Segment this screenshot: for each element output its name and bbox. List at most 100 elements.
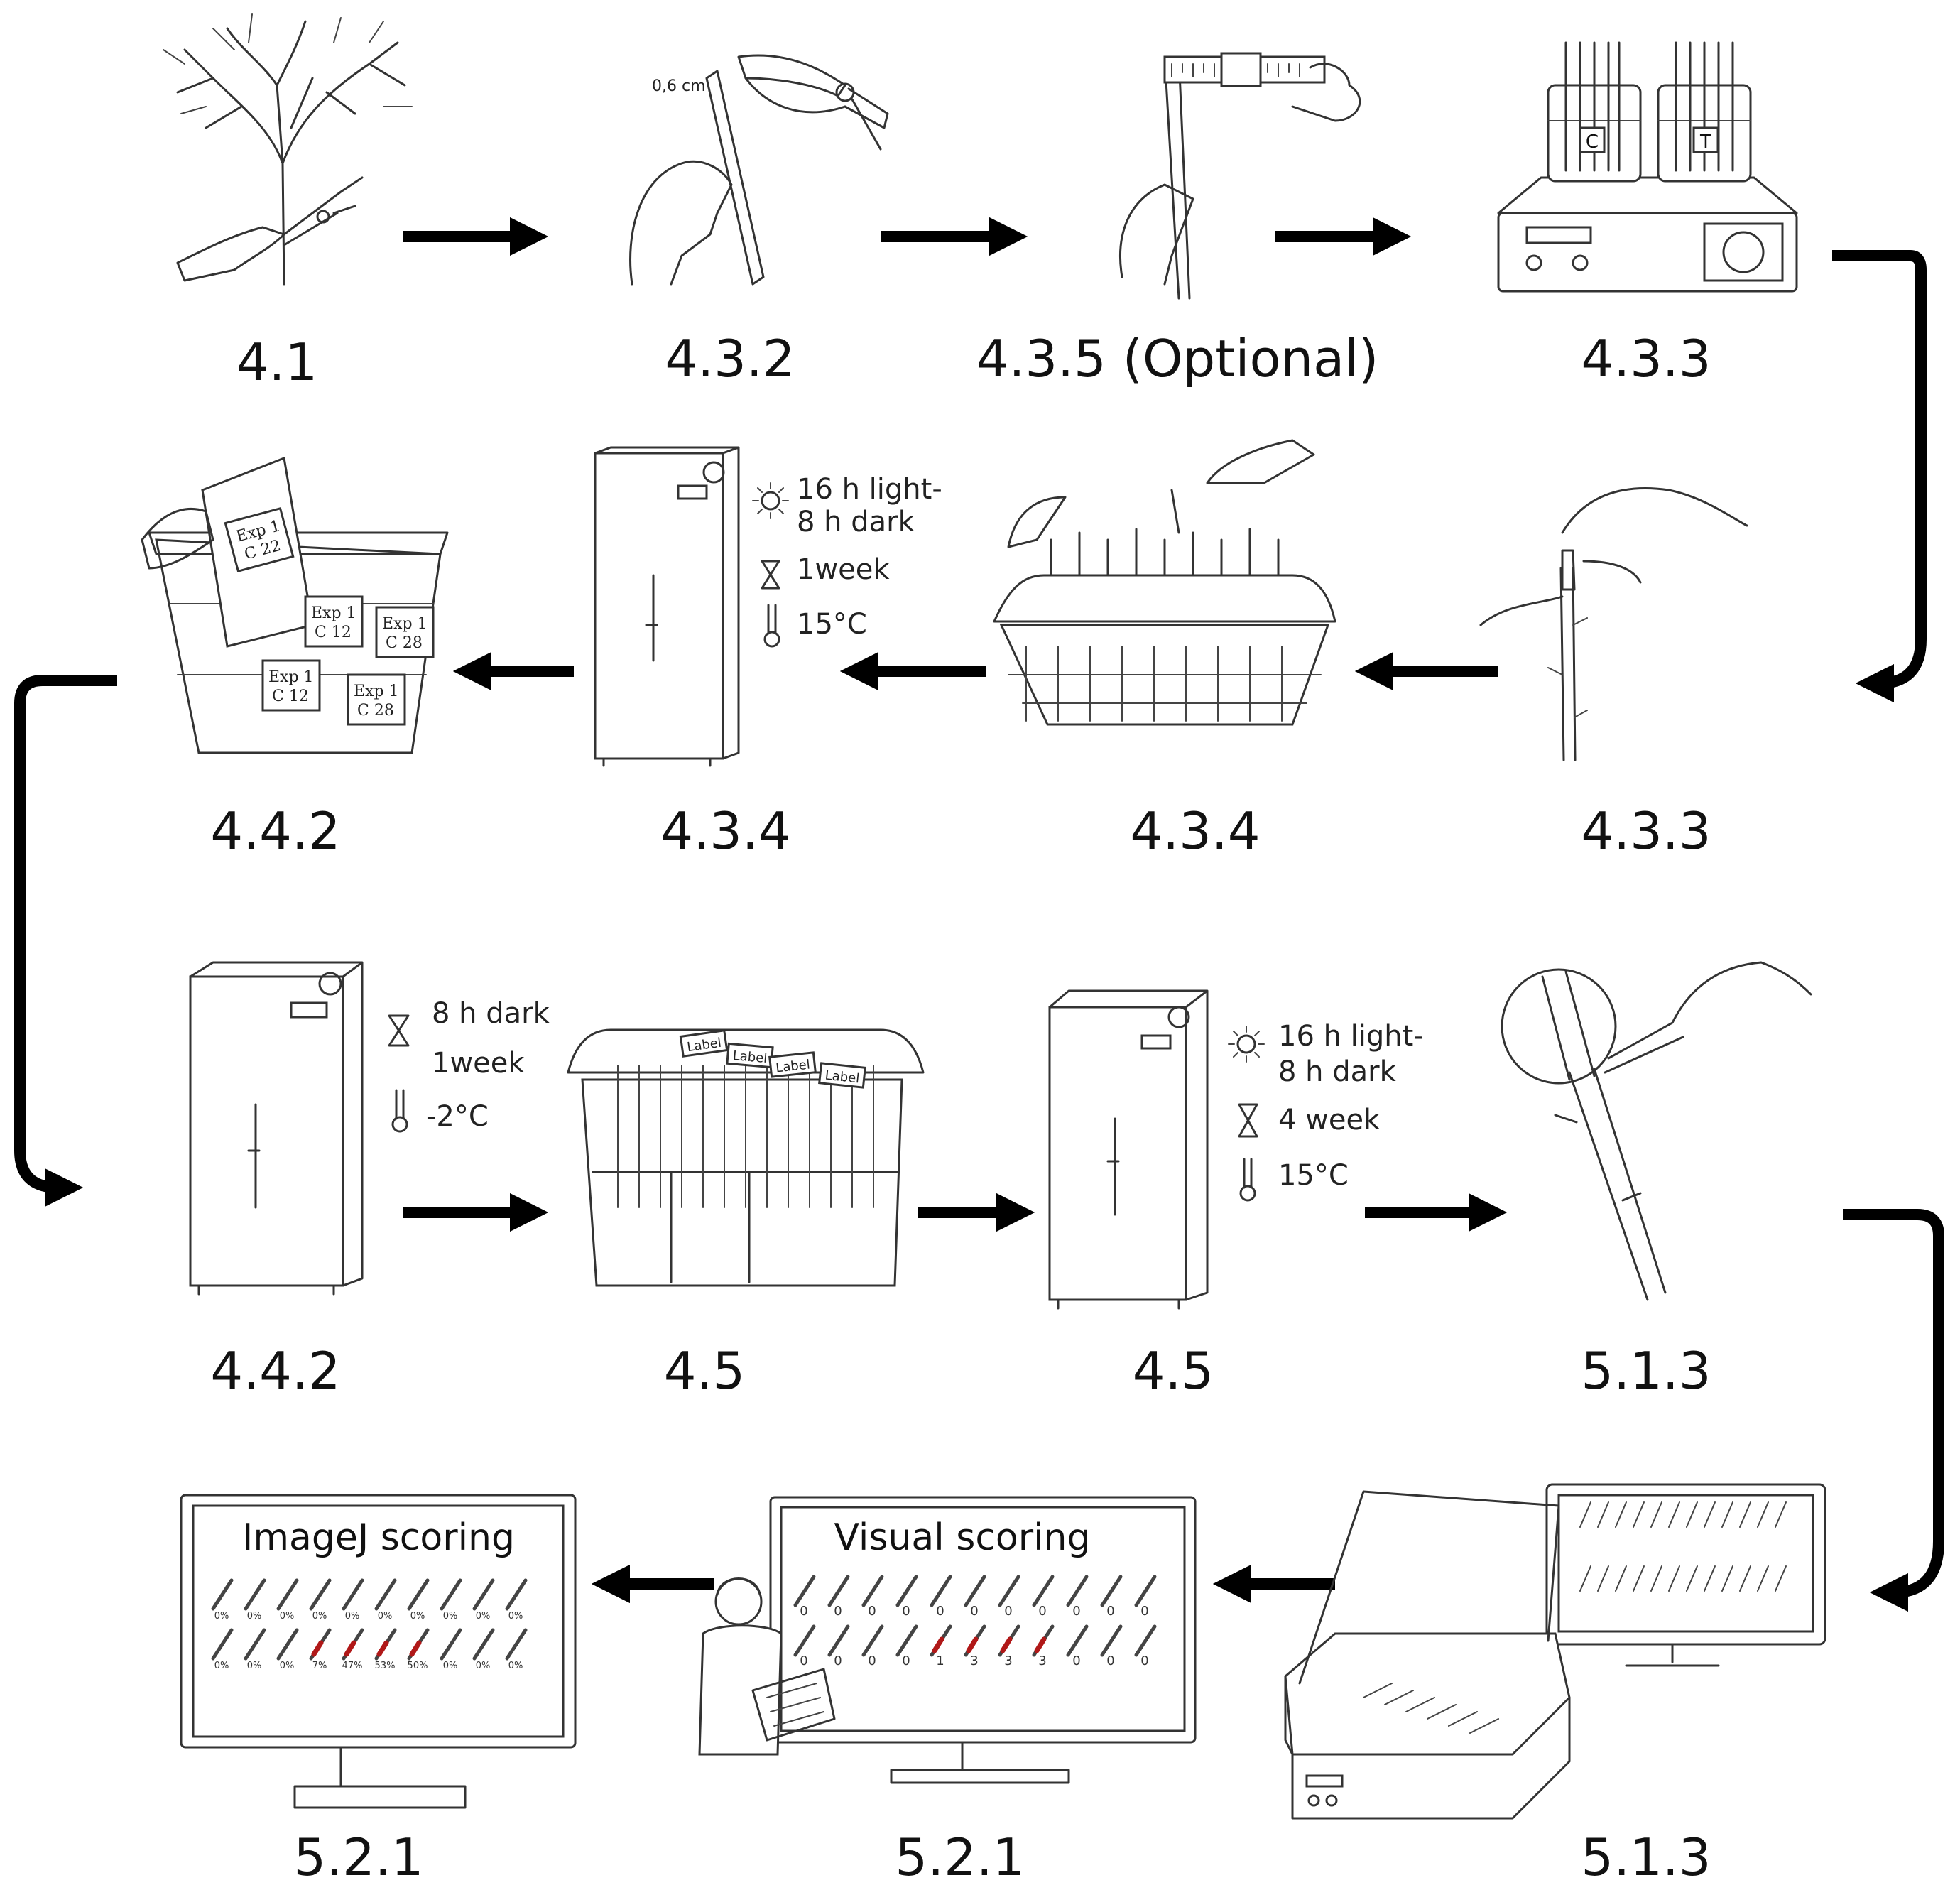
shoot-mark: [342, 1578, 364, 1611]
beaker-control-label: C: [1586, 131, 1599, 153]
shoot-mark: [998, 1575, 1020, 1607]
tag-label: Label: [732, 1048, 768, 1066]
thermometer-icon: [391, 1089, 408, 1133]
score-value: 0: [834, 1604, 842, 1619]
score-value: 0%: [247, 1611, 262, 1622]
score-value: 0%: [508, 1661, 523, 1671]
growth-chamber-icon-1: [594, 446, 740, 767]
shoot-mark: [827, 1575, 850, 1607]
shoot-mark: [930, 1575, 952, 1607]
bag-label-line: Exp 1: [268, 668, 314, 686]
score-value: 3: [1038, 1653, 1046, 1668]
imagej-row-2: 0%0%0%7%47%53%50%0%0%0%: [211, 1628, 528, 1671]
imagej-row-1: 0%0%0%0%0%0%0%0%0%0%: [211, 1578, 528, 1622]
score-value: 0: [1038, 1604, 1046, 1619]
score-value: 0: [1106, 1604, 1114, 1619]
score-value: 0%: [476, 1661, 491, 1671]
chamber-conditions-3: 16 h light- 8 h dark 4 week 15°C: [1228, 1020, 1424, 1202]
score-value: 0: [902, 1604, 910, 1619]
score-value: 0: [800, 1604, 807, 1619]
tree-pruning-icon: [163, 13, 413, 286]
score-value: 0: [1140, 1653, 1148, 1668]
scientist-icon: [698, 1577, 836, 1756]
score-value: 0%: [508, 1611, 523, 1622]
labeled-box-shoots-icon: Label Label Label Label: [567, 1028, 925, 1287]
caliper-measure-icon: [1119, 52, 1361, 300]
shoot-mark: [861, 1624, 884, 1657]
step-4-4-2-b-label: 4.4.2: [210, 1341, 340, 1401]
score-value: 0: [1004, 1604, 1012, 1619]
score-value: 0%: [410, 1611, 425, 1622]
arrow-curve-row1-row2: [1832, 250, 1927, 703]
lesion-mark: [311, 1640, 324, 1657]
score-value: 0%: [214, 1661, 229, 1671]
step-4-3-3-b-label: 4.3.3: [1581, 801, 1711, 861]
step-4-3-3-a-label: 4.3.3: [1581, 329, 1711, 389]
wrap-shoot-icon: [1479, 487, 1748, 761]
step-5-2-1-b-label: 5.2.1: [293, 1827, 423, 1887]
shoot-mark: [1032, 1575, 1055, 1607]
score-value: 0: [868, 1653, 876, 1668]
score-value: 0: [1072, 1653, 1080, 1668]
shoot-mark: [244, 1628, 266, 1661]
basket-shoots-icon: [993, 439, 1336, 726]
shoot-mark: [1134, 1575, 1157, 1607]
tag-label: Label: [775, 1057, 810, 1075]
sun-icon: [1228, 1026, 1265, 1063]
shoot-mark: [309, 1578, 332, 1611]
temperature-condition: -2°C: [426, 1100, 489, 1133]
shoot-mark: [211, 1628, 234, 1661]
shoot-mark: [1066, 1575, 1089, 1607]
score-value: 0: [936, 1604, 944, 1619]
score-value: 7%: [312, 1661, 327, 1671]
step-5-1-3-a-label: 5.1.3: [1581, 1341, 1711, 1401]
shoot-mark: [895, 1575, 918, 1607]
bag-label-line: Exp 1: [382, 615, 428, 633]
step-5-2-1-a-label: 5.2.1: [895, 1827, 1025, 1887]
labeled-bags-tray-icon: Exp 1 C 22 Exp 1 C 12 Exp 1 C 28 Exp 1 C…: [141, 456, 449, 754]
shoot-mark: [505, 1628, 528, 1661]
shoot-mark: [407, 1578, 430, 1611]
score-value: 47%: [342, 1661, 363, 1671]
beakers-stirrer-icon: C T: [1497, 41, 1798, 293]
lesion-mark: [409, 1640, 422, 1657]
score-value: 0%: [443, 1611, 458, 1622]
lesion-mark: [344, 1640, 356, 1657]
step-4-1-label: 4.1: [236, 332, 318, 392]
growth-chamber-icon-2: [1048, 989, 1209, 1310]
score-value: 1: [936, 1653, 944, 1668]
shoot-mark: [964, 1575, 986, 1607]
thermometer-icon: [1239, 1158, 1256, 1202]
score-value: 0: [902, 1653, 910, 1668]
shoot-mark: [276, 1628, 299, 1661]
step-4-3-4-b-label: 4.3.4: [660, 801, 790, 861]
step-5-1-3-b-label: 5.1.3: [1581, 1827, 1711, 1887]
bag-label-line: C 12: [315, 624, 352, 641]
step-4-3-4-a-label: 4.3.4: [1130, 801, 1260, 861]
score-value: 0: [834, 1653, 842, 1668]
score-value: 3: [970, 1653, 978, 1668]
step-labels: 4.1 4.3.2 4.3.5 (Optional) 4.3.3 4.3.3 4…: [210, 329, 1711, 1887]
score-value: 0%: [312, 1611, 327, 1622]
lesion-mark: [966, 1636, 979, 1653]
chamber-conditions-1: 16 h light- 8 h dark 1week 15°C: [752, 473, 942, 648]
sun-icon: [752, 482, 789, 519]
lesion-mark: [376, 1640, 389, 1657]
shoot-mark: [1134, 1624, 1157, 1657]
score-value: 3: [1004, 1653, 1012, 1668]
score-value: 0%: [280, 1661, 295, 1671]
shoot-mark: [827, 1624, 850, 1657]
shoot-mark: [211, 1578, 234, 1611]
bag-label-line: Exp 1: [354, 683, 399, 700]
shoot-mark: [276, 1578, 299, 1611]
lesion-mark: [932, 1636, 944, 1653]
bag-label-line: C 28: [386, 634, 423, 652]
temperature-condition: 15°C: [797, 608, 867, 641]
shoot-mark: [374, 1578, 397, 1611]
shoot-mark: [440, 1578, 462, 1611]
arrow-curve-row2-row3: [14, 675, 117, 1207]
